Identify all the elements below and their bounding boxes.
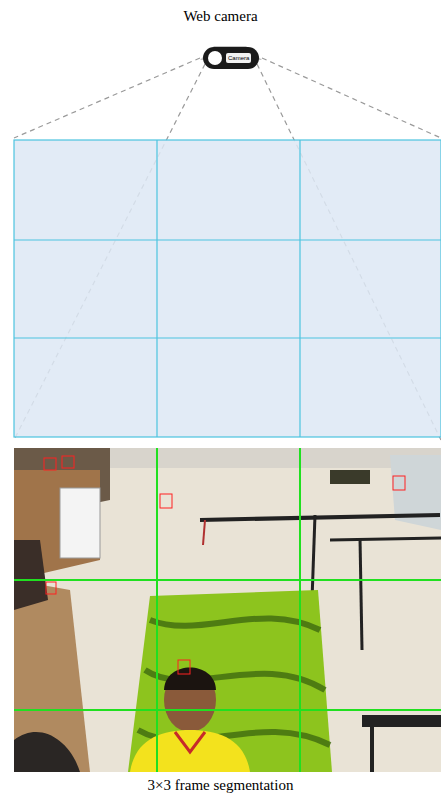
diagram-caption: 3×3 frame segmentation [0, 777, 441, 794]
plane-grid [14, 140, 441, 437]
ground-plane [14, 140, 441, 437]
camera-photo [14, 448, 441, 772]
detection-markers [44, 456, 405, 674]
diagram-title: Web camera [0, 8, 441, 25]
camera-label: Camera [226, 53, 251, 63]
camera-lens [208, 51, 222, 65]
frame-grid [14, 448, 441, 772]
view-lines [14, 58, 441, 440]
camera-body: Camera [203, 47, 259, 69]
